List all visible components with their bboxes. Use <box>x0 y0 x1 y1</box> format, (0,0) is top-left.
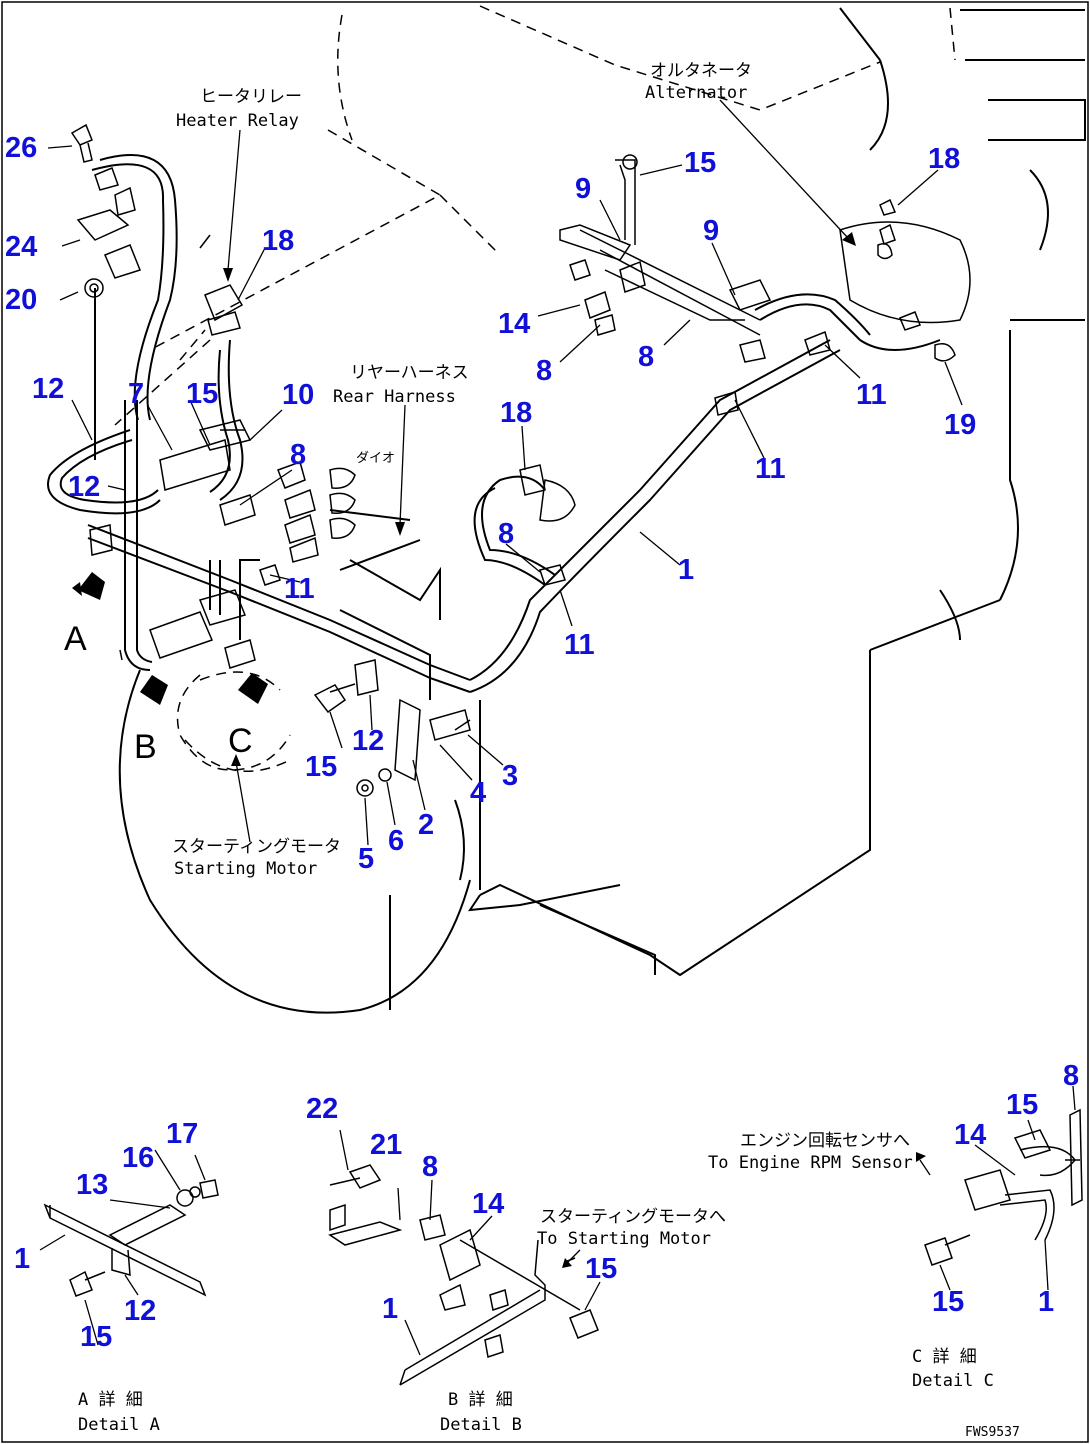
callout-7: 7 <box>128 378 144 410</box>
callout-11: 11 <box>755 453 786 485</box>
callout-15: 15 <box>585 1253 617 1285</box>
callout-12: 12 <box>124 1295 156 1327</box>
view-label-a: A <box>64 620 87 658</box>
callout-15: 15 <box>932 1286 964 1318</box>
heater-relay-label-en: Heater Relay <box>176 111 299 131</box>
callout-15: 15 <box>80 1321 112 1353</box>
callout-6: 6 <box>388 825 404 857</box>
detail-a-title-en: Detail A <box>78 1415 160 1435</box>
callout-8: 8 <box>536 355 552 387</box>
callout-21: 21 <box>370 1129 402 1161</box>
callout-24: 24 <box>5 231 37 263</box>
view-label-b: B <box>134 728 157 766</box>
callout-1: 1 <box>678 554 694 586</box>
callout-13: 13 <box>76 1169 108 1201</box>
rpm-sensor-label-en: To Engine RPM Sensor <box>708 1153 913 1173</box>
alternator-label-jp: オルタネータ <box>650 61 752 81</box>
alternator-label-en: Alternator <box>645 83 747 103</box>
callout-11: 11 <box>564 629 595 661</box>
callout-8: 8 <box>422 1151 438 1183</box>
view-arrow-c <box>238 673 268 704</box>
callout-15: 15 <box>305 751 337 783</box>
callout-20: 20 <box>5 284 37 316</box>
components <box>70 123 971 797</box>
callout-8: 8 <box>290 439 306 471</box>
detail-a-title-jp: A 詳 細 <box>78 1390 143 1410</box>
callout-1: 1 <box>14 1243 30 1275</box>
drawing-code: FWS9537 <box>965 1425 1020 1440</box>
rear-harness-label-en: Rear Harness <box>333 387 456 407</box>
callout-26: 26 <box>5 132 37 164</box>
callout-10: 10 <box>282 379 314 411</box>
callout-15: 15 <box>684 147 716 179</box>
callout-12: 12 <box>352 725 384 757</box>
callout-14: 14 <box>498 308 530 340</box>
callout-14: 14 <box>954 1119 986 1151</box>
callout-15: 15 <box>1006 1089 1038 1121</box>
detail-b-title-jp: B 詳 細 <box>448 1390 513 1410</box>
callout-12: 12 <box>68 471 100 503</box>
callout-1: 1 <box>382 1293 398 1325</box>
callout-9: 9 <box>703 215 719 247</box>
to-starting-motor-label-en: To Starting Motor <box>537 1229 711 1249</box>
detail-b-drawing <box>328 1129 601 1386</box>
callout-8: 8 <box>638 341 654 373</box>
callout-19: 19 <box>944 409 976 441</box>
callout-8: 8 <box>1063 1060 1079 1092</box>
label-leaders <box>223 99 931 1268</box>
engine-outline <box>114 5 956 426</box>
starting-motor <box>176 671 291 772</box>
callout-5: 5 <box>358 843 374 875</box>
callout-18: 18 <box>500 397 532 429</box>
callout-11: 11 <box>856 379 887 411</box>
to-starting-motor-label-jp: スターティングモータへ <box>540 1207 726 1227</box>
callout-12: 12 <box>32 373 64 405</box>
view-label-c: C <box>228 722 253 760</box>
callout-14: 14 <box>472 1188 504 1220</box>
callout-11: 11 <box>284 573 315 605</box>
detail-a-drawing <box>39 1149 219 1346</box>
callouts: 26 24 20 12 12 7 15 10 8 11 18 8 11 1 11… <box>5 132 1079 1353</box>
callout-18: 18 <box>928 143 960 175</box>
starting-motor-label-jp: スターティングモータ <box>172 837 341 857</box>
callout-2: 2 <box>418 809 434 841</box>
detail-b-title-en: Detail B <box>440 1415 522 1435</box>
callout-18: 18 <box>262 225 294 257</box>
callout-4: 4 <box>470 777 486 809</box>
flywheel-housing <box>118 669 471 1014</box>
callout-1: 1 <box>1038 1286 1054 1318</box>
rear-harness-label-jp: リヤーハーネス <box>350 363 469 383</box>
callout-17: 17 <box>166 1118 198 1150</box>
rpm-sensor-label-jp: エンジン回転センサへ <box>740 1131 910 1151</box>
heater-relay-label-jp: ヒータリレー <box>200 87 302 107</box>
engine-body <box>339 7 1086 977</box>
view-arrow-a <box>72 572 105 600</box>
diode-label: ダイオ <box>356 451 395 466</box>
detail-c-title-en: Detail C <box>912 1371 994 1391</box>
callout-8: 8 <box>498 518 514 550</box>
detail-c-drawing <box>924 1085 1083 1291</box>
starting-motor-label-en: Starting Motor <box>174 859 317 879</box>
callout-16: 16 <box>122 1142 154 1174</box>
callout-3: 3 <box>502 760 518 792</box>
wire-harness <box>47 154 941 693</box>
callout-9: 9 <box>575 173 591 205</box>
callout-15: 15 <box>186 378 218 410</box>
callout-22: 22 <box>306 1093 338 1125</box>
view-arrow-b <box>140 675 168 705</box>
callout-leaders <box>47 145 963 846</box>
detail-c-title-jp: C 詳 細 <box>912 1347 977 1367</box>
